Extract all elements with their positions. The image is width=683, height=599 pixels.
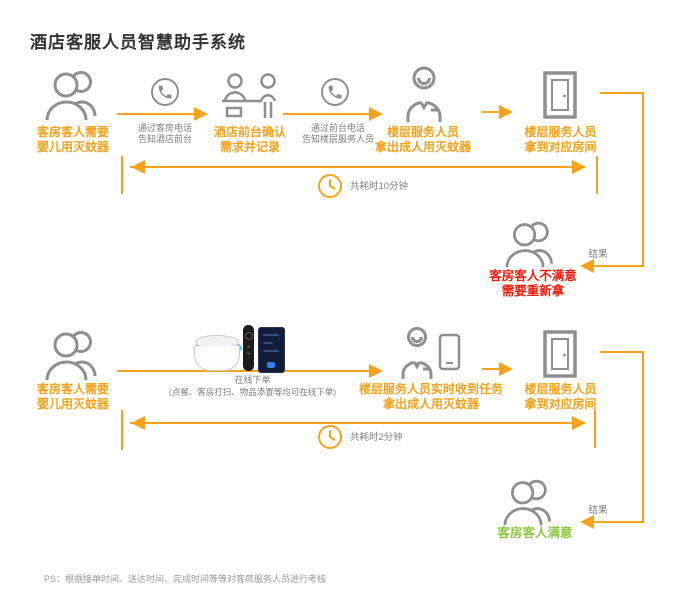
reception-desk-icon	[222, 73, 277, 118]
phone-icon	[151, 78, 179, 106]
online-order-note: (点餐、客房打扫、物品添置等均可在线下单)	[168, 387, 337, 397]
people-pair-icon	[505, 221, 553, 268]
result-tag: 结果	[588, 249, 608, 260]
result-unsatisfied-label: 客房客人不满意 需要重新拿	[489, 269, 577, 298]
phone-icon	[321, 78, 349, 106]
clock-icon	[318, 425, 342, 449]
smartphone-icon	[258, 327, 285, 373]
staff-receive-task-label: 楼层服务人员实时收到任务 拿出成人用灭蚊器	[358, 382, 503, 411]
online-order-label: 在线下单	[234, 375, 271, 385]
duration-label: 共耗时2分钟	[350, 432, 403, 443]
result-tag: 结果	[588, 505, 608, 516]
people-pair-icon	[45, 71, 97, 121]
staff-fetch-label: 楼层服务人员 拿出成人用灭蚊器	[374, 125, 471, 154]
frontdesk-confirm-label: 酒店前台确认 需求并记录	[213, 125, 286, 154]
service-person-icon	[406, 66, 442, 122]
online-order-block: 在线下单 (点餐、客房打扫、物品添置等均可在线下单)	[160, 374, 345, 398]
clock-icon	[318, 174, 342, 198]
page-title: 酒店客服人员智慧助手系统	[30, 33, 246, 52]
door-icon	[543, 330, 577, 378]
result-satisfied-label: 客房客人满意	[497, 526, 573, 540]
call-frontdesk-label: 通过客房电话 告知酒店前台	[137, 123, 192, 144]
people-pair-icon	[503, 479, 551, 526]
guest-need-label: 客房客人需要 婴儿用灭蚊器	[36, 125, 109, 154]
staff-deliver-label: 楼层服务人员 拿到对应房间	[524, 125, 597, 154]
smart-speaker-icon	[194, 335, 242, 371]
guest-need-label: 客房客人需要 婴儿用灭蚊器	[36, 382, 109, 411]
connector-room-to-result-top	[580, 92, 644, 273]
connector-room-to-result-bottom	[580, 351, 644, 529]
call-floorstaff-label: 通过前台电话 告知楼层服务人员	[301, 123, 374, 144]
staff-deliver-label: 楼层服务人员 拿到对应房间	[524, 382, 597, 411]
service-person-phone-icon	[401, 327, 461, 379]
remote-control-icon	[243, 325, 254, 371]
door-icon	[543, 71, 577, 119]
duration-label: 共耗时10分钟	[350, 181, 409, 192]
people-pair-icon	[45, 331, 97, 381]
footer-note: PS：根据接单时间、送达时间、完成时间等等对客房服务人员进行考核	[44, 574, 327, 584]
